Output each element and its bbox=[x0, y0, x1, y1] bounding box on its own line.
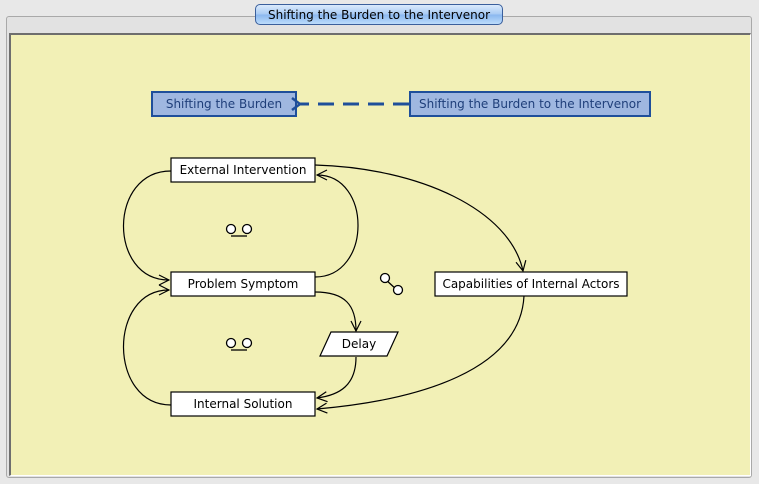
edge-external-intervention-to-problem-symptom[interactable] bbox=[122, 170, 172, 280]
node-delay-label: Delay bbox=[342, 337, 376, 351]
reinforcing-loop-icon bbox=[379, 272, 404, 296]
edge-internal-solution-to-problem-symptom[interactable] bbox=[122, 290, 172, 406]
balancing-loop-icon bbox=[225, 337, 253, 351]
node-problem-symptom-label: Problem Symptom bbox=[188, 277, 299, 291]
edge-problem-symptom-to-delay[interactable] bbox=[314, 291, 356, 331]
diagram-title-label: Shifting the Burden to the Intervenor bbox=[267, 7, 491, 22]
node-internal-solution[interactable]: Internal Solution bbox=[170, 391, 316, 417]
edge-problem-symptom-to-external-intervention[interactable] bbox=[314, 175, 359, 278]
balancing-loop-icon bbox=[225, 223, 253, 237]
edge-delay-to-internal-solution[interactable] bbox=[317, 356, 357, 398]
archetype-link-parent[interactable]: Shifting the Burden bbox=[151, 91, 297, 117]
node-capabilities-label: Capabilities of Internal Actors bbox=[442, 277, 619, 291]
edge-capabilities-to-internal-solution[interactable] bbox=[317, 295, 525, 409]
node-internal-solution-label: Internal Solution bbox=[194, 397, 293, 411]
archetype-link-child-label: Shifting the Burden to the Intervenor bbox=[419, 97, 641, 111]
node-problem-symptom[interactable]: Problem Symptom bbox=[170, 271, 316, 297]
edge-external-intervention-to-capabilities[interactable] bbox=[314, 164, 523, 271]
node-delay[interactable]: Delay bbox=[319, 331, 399, 357]
archetype-link-parent-label: Shifting the Burden bbox=[166, 97, 282, 111]
node-capabilities[interactable]: Capabilities of Internal Actors bbox=[434, 271, 628, 297]
diagram-title-tab[interactable]: Shifting the Burden to the Intervenor bbox=[255, 4, 503, 25]
node-external-intervention[interactable]: External Intervention bbox=[170, 157, 316, 183]
archetype-link-child[interactable]: Shifting the Burden to the Intervenor bbox=[409, 91, 651, 117]
node-external-intervention-label: External Intervention bbox=[180, 163, 307, 177]
